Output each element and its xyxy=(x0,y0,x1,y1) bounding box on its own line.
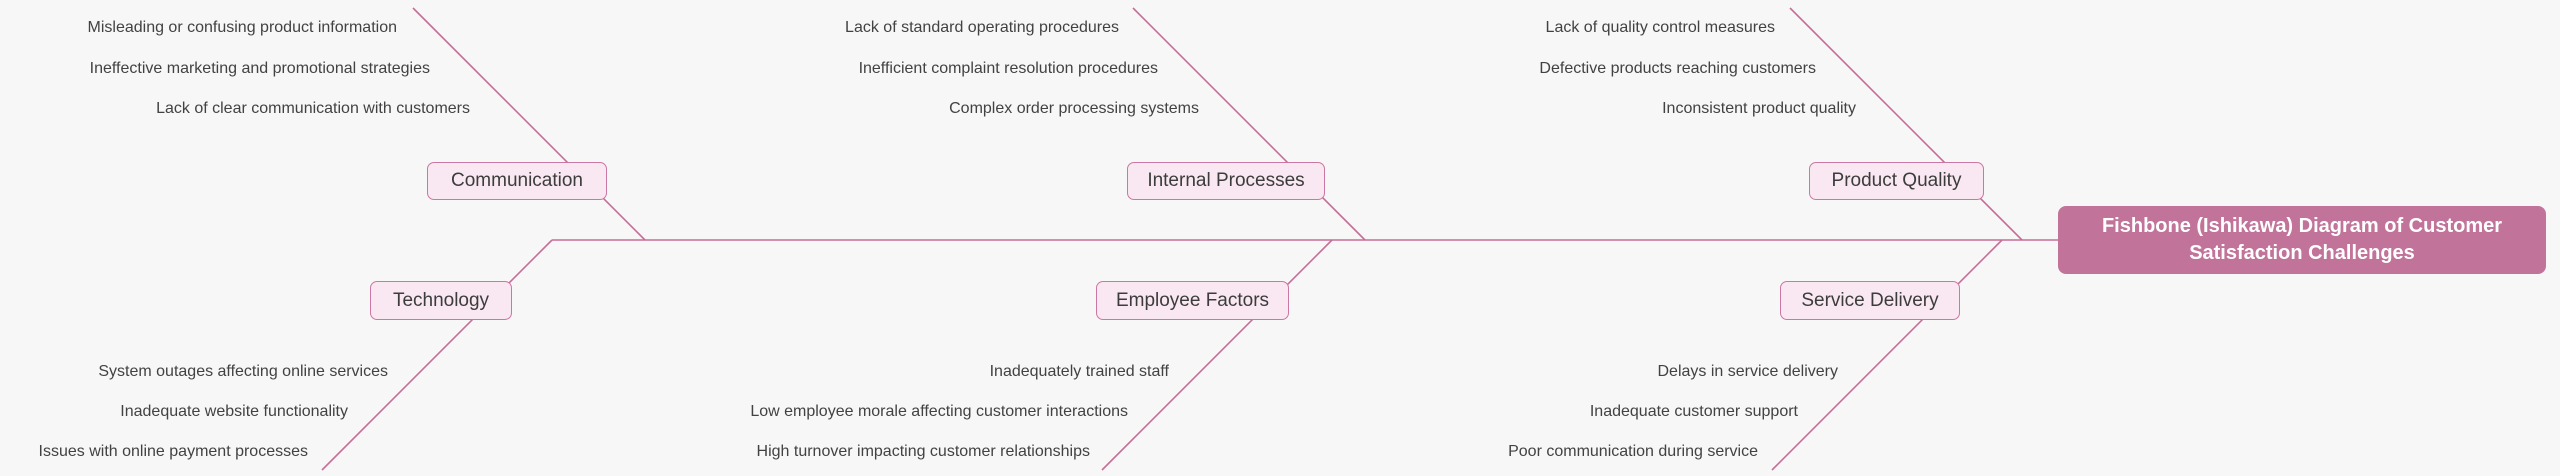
category-label: Technology xyxy=(392,289,490,311)
cause-label: Lack of clear communication with custome… xyxy=(156,100,470,117)
cause-label: Inadequate website functionality xyxy=(120,403,348,420)
cause-label: Misleading or confusing product informat… xyxy=(87,19,398,36)
cause-label: High turnover impacting customer relatio… xyxy=(756,443,1090,460)
branch-line-technology xyxy=(321,239,553,471)
cause-label: Low employee morale affecting customer i… xyxy=(750,403,1128,420)
cause-label: Inadequate customer support xyxy=(1589,403,1798,420)
category-label: Internal Processes xyxy=(1147,170,1305,191)
branch-line-service-delivery xyxy=(1771,239,2003,471)
cause-label: Inefficient complaint resolution procedu… xyxy=(858,60,1158,77)
cause-label: Inconsistent product quality xyxy=(1662,100,1856,117)
category-box-communication: Communication xyxy=(427,162,607,200)
cause-label: Poor communication during service xyxy=(1508,443,1758,460)
branch-line-communication xyxy=(412,7,646,241)
category-box-employee-factors: Employee Factors xyxy=(1096,281,1289,320)
cause-label: Inadequately trained staff xyxy=(989,363,1169,380)
branch-line-product-quality xyxy=(1789,7,2023,241)
category-box-product-quality: Product Quality xyxy=(1809,162,1984,200)
cause-label: Lack of quality control measures xyxy=(1545,19,1775,36)
cause-label: Delays in service delivery xyxy=(1657,363,1838,380)
category-box-service-delivery: Service Delivery xyxy=(1780,281,1960,320)
category-label: Communication xyxy=(451,170,583,191)
cause-label: System outages affecting online services xyxy=(98,363,388,380)
cause-label: Lack of standard operating procedures xyxy=(845,19,1119,36)
cause-label: Ineffective marketing and promotional st… xyxy=(89,60,430,77)
branch-line-employee-factors xyxy=(1101,239,1333,471)
category-label: Product Quality xyxy=(1831,170,1962,191)
category-box-technology: Technology xyxy=(370,281,512,320)
cause-label: Issues with online payment processes xyxy=(38,443,308,460)
category-label: Service Delivery xyxy=(1801,289,1939,311)
diagram-title: Fishbone (Ishikawa) Diagram of Customer … xyxy=(2101,215,2503,264)
category-box-internal-processes: Internal Processes xyxy=(1127,162,1325,200)
cause-label: Complex order processing systems xyxy=(949,100,1199,117)
cause-label: Defective products reaching customers xyxy=(1539,60,1816,77)
branch-line-internal-processes xyxy=(1132,7,1366,241)
diagram-title-box: Fishbone (Ishikawa) Diagram of Customer … xyxy=(2058,206,2546,274)
category-label: Employee Factors xyxy=(1115,289,1270,311)
